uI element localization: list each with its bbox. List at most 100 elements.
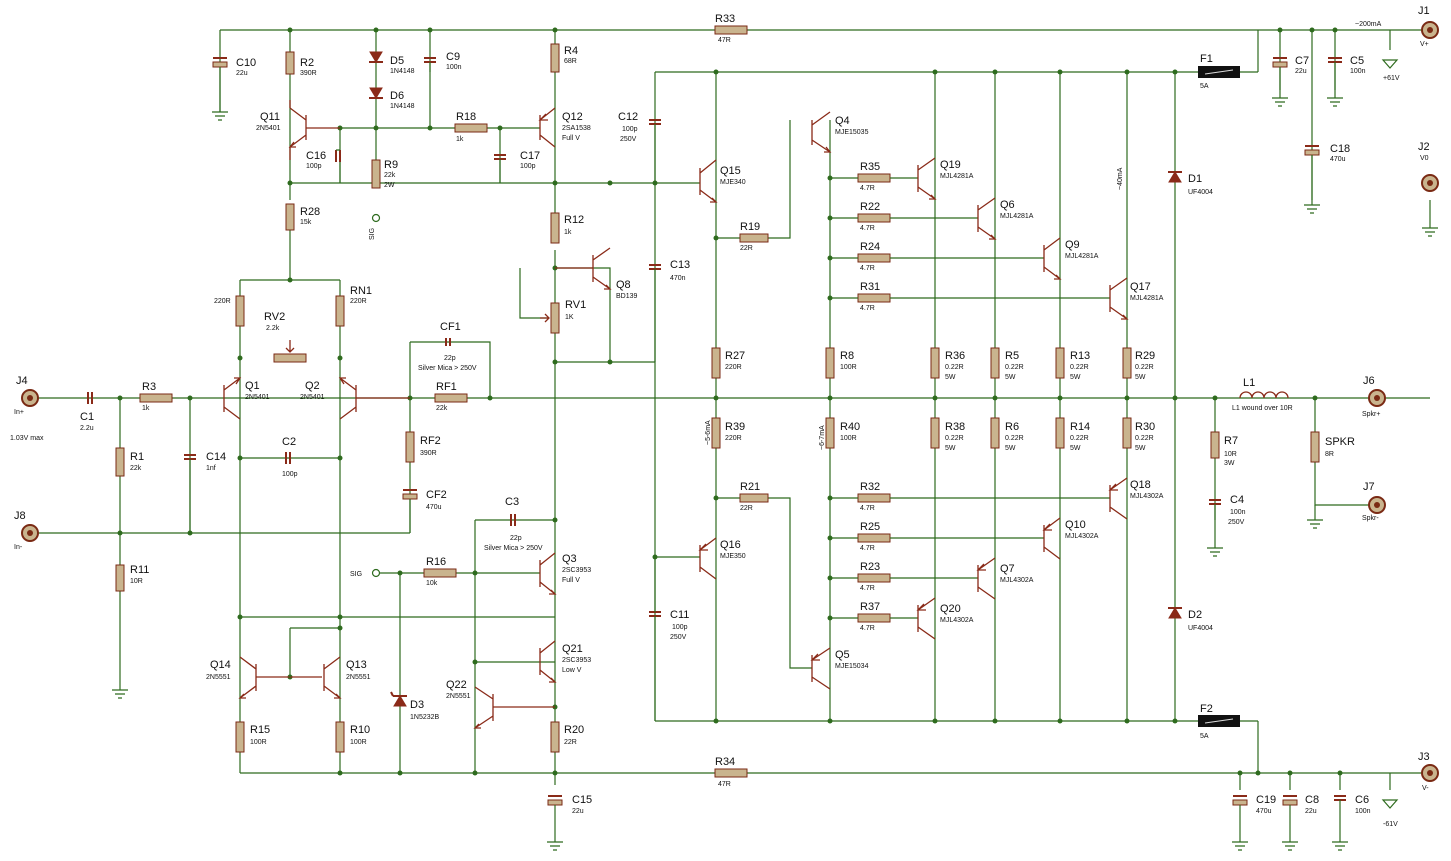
svg-text:Silver Mica > 250V: Silver Mica > 250V (418, 365, 477, 372)
svg-text:100p: 100p (306, 163, 322, 170)
svg-text:R5: R5 (1005, 350, 1019, 362)
svg-text:4.7R: 4.7R (860, 185, 875, 192)
svg-text:22R: 22R (740, 505, 753, 512)
svg-text:1nf: 1nf (206, 465, 216, 472)
svg-text:R6: R6 (1005, 421, 1019, 433)
wires (30, 29, 1431, 790)
svg-text:8R: 8R (1325, 451, 1334, 458)
svg-text:~200mA: ~200mA (1355, 21, 1382, 28)
svg-text:4.7R: 4.7R (860, 585, 875, 592)
svg-text:J1: J1 (1418, 5, 1430, 17)
svg-text:4.7R: 4.7R (860, 505, 875, 512)
svg-text:Q13: Q13 (346, 659, 367, 671)
svg-text:C12: C12 (618, 111, 638, 123)
svg-text:R39: R39 (725, 421, 745, 433)
capacitors (87, 57, 1346, 842)
svg-text:22p: 22p (444, 355, 456, 362)
svg-text:MJE15034: MJE15034 (835, 663, 869, 670)
svg-text:SIG: SIG (369, 228, 376, 240)
svg-text:2N5551: 2N5551 (446, 693, 471, 700)
svg-text:C18: C18 (1330, 143, 1350, 155)
svg-text:MJE15035: MJE15035 (835, 129, 869, 136)
svg-text:R2: R2 (300, 57, 314, 69)
svg-text:100p: 100p (672, 624, 688, 631)
svg-text:1N4148: 1N4148 (390, 103, 415, 110)
svg-text:470u: 470u (1330, 156, 1346, 163)
svg-text:5A: 5A (1200, 83, 1209, 90)
svg-text:100p: 100p (622, 126, 638, 133)
svg-text:C13: C13 (670, 259, 690, 271)
svg-text:390R: 390R (420, 450, 437, 457)
svg-text:5A: 5A (1200, 733, 1209, 740)
svg-text:C4: C4 (1230, 494, 1244, 506)
svg-text:Full V: Full V (562, 135, 580, 142)
svg-text:D1: D1 (1188, 173, 1202, 185)
svg-text:2N5401: 2N5401 (300, 394, 325, 401)
svg-text:R15: R15 (250, 724, 270, 736)
svg-text:R33: R33 (715, 13, 735, 25)
svg-text:390R: 390R (300, 70, 317, 77)
svg-text:F2: F2 (1200, 703, 1213, 715)
grounds (112, 59, 1438, 851)
svg-text:100p: 100p (282, 471, 298, 478)
svg-text:R1: R1 (130, 451, 144, 463)
svg-text:2N5401: 2N5401 (245, 394, 270, 401)
svg-text:Q11: Q11 (260, 111, 280, 123)
svg-text:~40mA: ~40mA (1117, 167, 1124, 190)
svg-text:1k: 1k (564, 229, 572, 236)
svg-text:C3: C3 (505, 496, 519, 508)
svg-text:Q19: Q19 (940, 159, 961, 171)
svg-text:~6-7mA: ~6-7mA (819, 425, 826, 450)
svg-text:220R: 220R (214, 298, 231, 305)
svg-text:C8: C8 (1305, 794, 1319, 806)
svg-text:68R: 68R (564, 58, 577, 65)
svg-text:R19: R19 (740, 221, 760, 233)
svg-text:R37: R37 (860, 601, 880, 613)
svg-text:22R: 22R (564, 739, 577, 746)
svg-text:Silver Mica > 250V: Silver Mica > 250V (484, 545, 543, 552)
svg-text:2.2u: 2.2u (80, 425, 94, 432)
svg-text:22R: 22R (740, 245, 753, 252)
svg-text:0.22R: 0.22R (1005, 435, 1024, 442)
svg-text:0.22R: 0.22R (1135, 364, 1154, 371)
svg-text:C7: C7 (1295, 55, 1309, 67)
svg-text:Q8: Q8 (616, 279, 631, 291)
svg-text:R9: R9 (384, 159, 398, 171)
svg-text:470u: 470u (426, 504, 442, 511)
svg-text:MJL4281A: MJL4281A (1065, 253, 1099, 260)
svg-text:RF1: RF1 (436, 381, 457, 393)
svg-text:2N5551: 2N5551 (206, 674, 231, 681)
svg-text:RV2: RV2 (264, 311, 285, 323)
svg-text:UF4004: UF4004 (1188, 189, 1213, 196)
svg-text:5W: 5W (1070, 445, 1081, 452)
svg-text:4.7R: 4.7R (860, 305, 875, 312)
svg-text:4.7R: 4.7R (860, 625, 875, 632)
svg-text:R20: R20 (564, 724, 584, 736)
junctions (117, 27, 1343, 776)
svg-text:C14: C14 (206, 451, 226, 463)
svg-text:In-: In- (14, 544, 23, 551)
svg-text:C1: C1 (80, 411, 94, 423)
svg-text:D6: D6 (390, 90, 404, 102)
svg-text:C11: C11 (670, 609, 689, 621)
svg-text:V0: V0 (1420, 155, 1429, 162)
svg-text:CF2: CF2 (426, 489, 447, 501)
svg-text:2W: 2W (384, 182, 395, 189)
svg-text:100R: 100R (350, 739, 367, 746)
svg-text:MJL4302A: MJL4302A (1065, 533, 1099, 540)
svg-text:4.7R: 4.7R (860, 545, 875, 552)
svg-text:Full V: Full V (562, 577, 580, 584)
svg-text:1k: 1k (142, 405, 150, 412)
svg-text:RN1: RN1 (350, 285, 372, 297)
svg-text:RF2: RF2 (420, 435, 441, 447)
svg-text:250V: 250V (670, 634, 687, 641)
svg-text:R28: R28 (300, 206, 320, 218)
svg-text:0.22R: 0.22R (1070, 364, 1089, 371)
svg-text:2.2k: 2.2k (266, 325, 280, 332)
svg-text:In+: In+ (14, 409, 24, 416)
svg-text:22k: 22k (130, 465, 142, 472)
svg-text:R29: R29 (1135, 350, 1155, 362)
svg-text:J6: J6 (1363, 375, 1375, 387)
svg-text:Q17: Q17 (1130, 281, 1151, 293)
svg-text:R16: R16 (426, 556, 446, 568)
